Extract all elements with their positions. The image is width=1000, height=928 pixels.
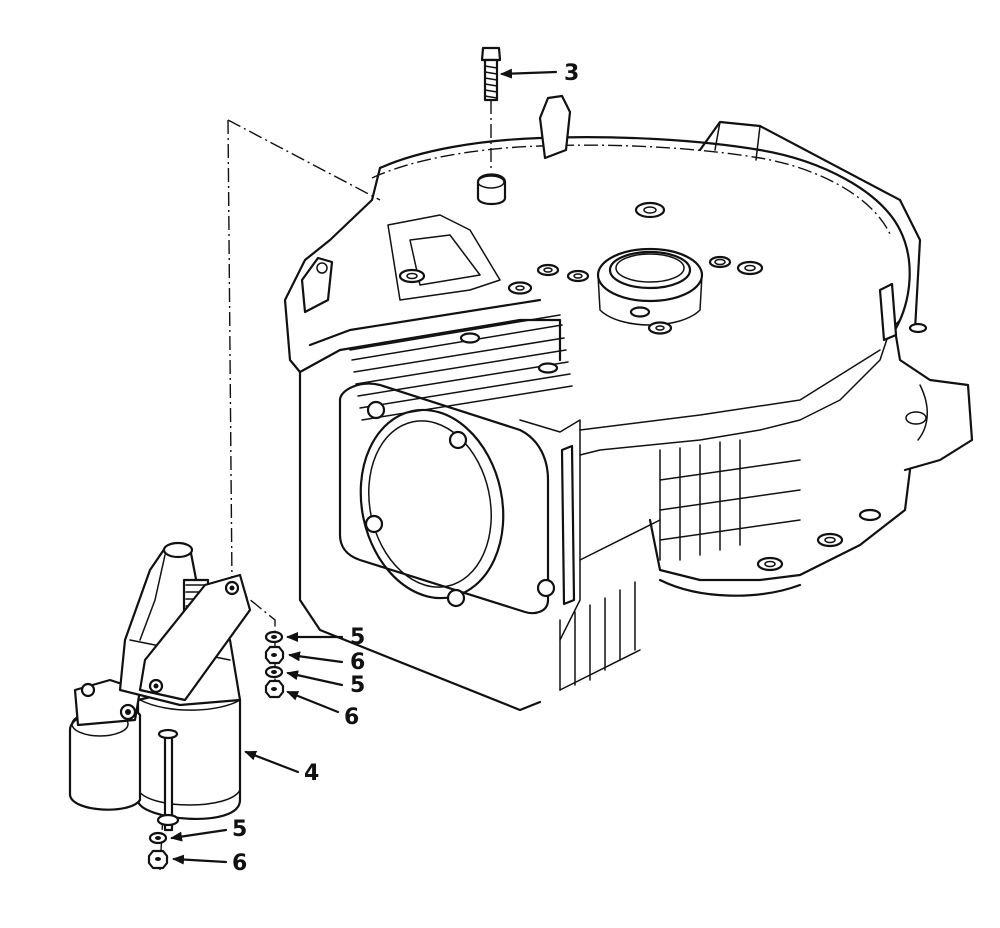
callout-label-nut-lower: 6 (232, 851, 247, 876)
starter-mount-leader (227, 119, 381, 201)
washer-upper-1 (264, 630, 284, 644)
callout-label-washer-upper-2: 5 (350, 673, 365, 698)
cylinder-bolt-hole (536, 578, 556, 598)
callout-washer-lower: 5 (170, 817, 247, 842)
callout-label-bolt: 3 (564, 61, 579, 86)
callout-label-washer-lower: 5 (232, 817, 247, 842)
crankcase-bolt-boss (398, 268, 426, 284)
washer-lower (148, 831, 168, 845)
crankcase-bolt-boss (708, 255, 732, 269)
starter-motor (68, 541, 252, 832)
cylinder-bolt-hole (364, 514, 384, 534)
cylinder-bolt-hole (448, 430, 468, 450)
callout-starter: 4 (244, 750, 319, 786)
callout-label-washer-upper-1: 5 (350, 625, 365, 650)
crankcase-bolt-boss (536, 263, 560, 277)
cylinder-bolt-hole (446, 588, 466, 608)
mounting-bolt (480, 46, 502, 102)
crankcase-bolt-boss (647, 321, 673, 335)
washer-upper-2 (264, 665, 284, 679)
lower-boss (858, 508, 882, 522)
callout-nut-upper-1: 6 (288, 650, 365, 675)
nut-lower (147, 849, 169, 870)
callout-label-nut-upper-1: 6 (350, 650, 365, 675)
crankcase-bolt-boss (566, 269, 590, 283)
lower-boss (908, 322, 928, 334)
cylinder-bolt-hole (366, 400, 386, 420)
lower-boss (756, 556, 784, 572)
engine-crankcase (283, 94, 974, 712)
crankcase-bolt-boss (459, 332, 481, 344)
starter-mount-axis (227, 119, 233, 586)
callout-nut-lower: 6 (172, 851, 247, 876)
crankcase-bolt-boss (736, 260, 764, 276)
nut-upper-2 (264, 679, 285, 699)
crankcase-bolt-boss (537, 362, 559, 374)
callout-washer-upper-1: 5 (286, 625, 365, 650)
callout-bolt: 3 (500, 61, 579, 86)
callout-label-nut-upper-2: 6 (344, 705, 359, 730)
crankcase-bolt-boss (634, 201, 666, 219)
lower-boss (816, 532, 844, 548)
nut-upper-1 (264, 645, 285, 665)
crankcase-bolt-boss (507, 281, 533, 295)
callout-washer-upper-2: 5 (286, 670, 365, 698)
callout-label-starter: 4 (304, 761, 319, 786)
crankcase-bolt-boss (629, 306, 651, 318)
callout-nut-upper-2: 6 (286, 690, 359, 730)
